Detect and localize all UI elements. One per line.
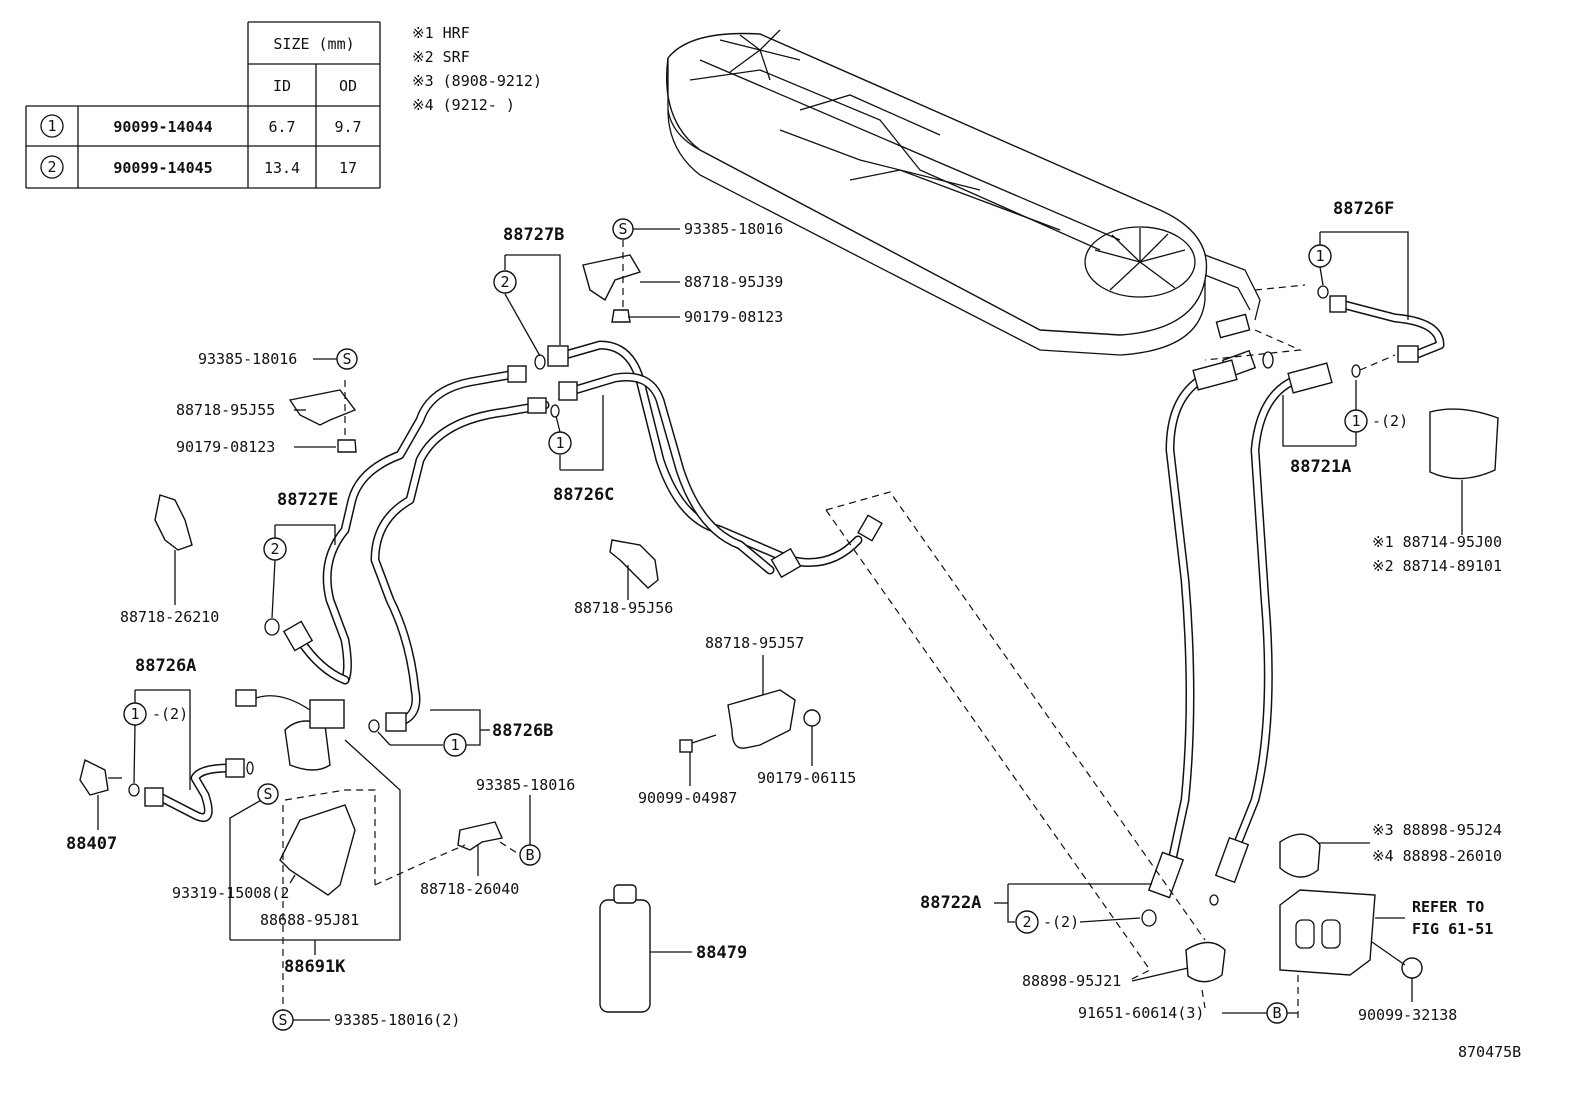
- marker-b-right: B: [1272, 1004, 1281, 1022]
- label-90099-04987: 90099-04987: [638, 789, 737, 807]
- marker-1-88726F: 1: [1315, 247, 1324, 265]
- row2-id: 13.4: [264, 159, 300, 177]
- bracket-88688-95J81: [279, 804, 356, 896]
- marker-1-88726B: 1: [450, 736, 459, 754]
- tube-88726A: [144, 758, 245, 822]
- row1-ref: 1: [47, 117, 56, 135]
- clamp-88718-95J39: [582, 254, 642, 323]
- footnotes: ※1 HRF ※2 SRF ※3 (8908-9212) ※4 (9212- ): [412, 24, 542, 114]
- label-88714-89101: ※2 88714-89101: [1372, 557, 1502, 575]
- tube-88726B: [370, 397, 550, 732]
- label-88898-95J21: 88898-95J21: [1022, 972, 1121, 990]
- size-table: SIZE (mm) ID OD 1 90099-14044 6.7 9.7 2 …: [25, 21, 381, 189]
- gasket-refer: [1279, 889, 1423, 979]
- label-88718-95J56: 88718-95J56: [574, 599, 673, 617]
- part-labels: 88727B 93385-18016 88718-95J39 90179-081…: [66, 199, 1521, 1061]
- label-88407: 88407: [66, 834, 117, 854]
- leaders: 2 1 S S 2 1: [97, 218, 1463, 1031]
- marker-b-mid: B: [525, 846, 534, 864]
- note-2: ※2 SRF: [412, 48, 470, 66]
- marker-s-top: S: [618, 220, 627, 238]
- dashed-guides: [282, 240, 1396, 1020]
- label-88722A: 88722A: [920, 893, 981, 913]
- label-88714-95J00: ※1 88714-95J00: [1372, 533, 1502, 551]
- tube-88721A: [1214, 362, 1333, 884]
- insulator-88714: [1429, 408, 1499, 480]
- marker-s-left: S: [342, 350, 351, 368]
- marker-s-bottom: S: [278, 1011, 287, 1029]
- marker-1-88726A: 1: [130, 705, 139, 723]
- label-88727B: 88727B: [503, 225, 564, 245]
- label-88479: 88479: [696, 943, 747, 963]
- col-id: ID: [273, 77, 291, 95]
- label-93385-18016-bottom: 93385-18016(2): [334, 1011, 460, 1029]
- size-header: SIZE (mm): [273, 35, 354, 53]
- label-88726B: 88726B: [492, 721, 553, 741]
- label-93385-18016-top: 93385-18016: [684, 220, 783, 238]
- label-88898-26010: ※4 88898-26010: [1372, 847, 1502, 865]
- label-90179-08123-left: 90179-08123: [176, 438, 275, 456]
- receiver-88479: [599, 884, 651, 1013]
- o-rings: [128, 285, 1361, 927]
- row1-id: 6.7: [268, 118, 295, 136]
- note-3: ※3 (8908-9212): [412, 72, 542, 90]
- block-88898: [1185, 833, 1321, 983]
- marker-2-88727E: 2: [270, 540, 279, 558]
- marker-1-88726C: 1: [555, 434, 564, 452]
- label-90179-08123-top: 90179-08123: [684, 308, 783, 326]
- marker-2-88727B: 2: [500, 273, 509, 291]
- tube-88722A: [1147, 359, 1238, 899]
- label-88898-95J24: ※3 88898-95J24: [1372, 821, 1502, 839]
- label-88721A-qty: -(2): [1372, 412, 1408, 430]
- note-4: ※4 (9212- ): [412, 96, 515, 114]
- row1-part: 90099-14044: [113, 118, 212, 136]
- valve-88691K: [235, 689, 345, 771]
- marker-2-88722A: 2: [1022, 913, 1031, 931]
- tube-88727B: [547, 340, 863, 567]
- marker-s-mid: S: [263, 785, 272, 803]
- row2-part: 90099-14045: [113, 159, 212, 177]
- label-88718-95J57: 88718-95J57: [705, 634, 804, 652]
- label-88726C: 88726C: [553, 485, 614, 505]
- label-88722A-qty: -(2): [1043, 913, 1079, 931]
- label-88726F: 88726F: [1333, 199, 1394, 219]
- label-88726A-qty: -(2): [152, 705, 188, 723]
- label-88718-26210: 88718-26210: [120, 608, 219, 626]
- tube-88726C: [558, 372, 883, 579]
- label-90179-06115: 90179-06115: [757, 769, 856, 787]
- label-93319-15008: 93319-15008(2: [172, 884, 289, 902]
- label-88688-95J81: 88688-95J81: [260, 911, 359, 929]
- switch-88407: [79, 758, 122, 796]
- label-refer-to: REFER TO: [1412, 898, 1484, 916]
- label-88691K: 88691K: [284, 957, 346, 977]
- label-93385-18016-mid: 93385-18016: [476, 776, 575, 794]
- clamp-88718-26040: [457, 821, 503, 851]
- clamp-88718-95J55: [288, 389, 357, 453]
- row2-ref: 2: [47, 158, 56, 176]
- label-88718-26040: 88718-26040: [420, 880, 519, 898]
- label-88718-95J55: 88718-95J55: [176, 401, 275, 419]
- tube-88727E: [282, 365, 527, 685]
- label-88727E: 88727E: [277, 490, 338, 510]
- label-88726A: 88726A: [135, 656, 196, 676]
- figure-id: 870475B: [1458, 1043, 1521, 1061]
- tube-88726F: [1329, 295, 1445, 363]
- row2-od: 17: [339, 159, 357, 177]
- row1-od: 9.7: [334, 118, 361, 136]
- condenser-unit-drawing: [665, 29, 1261, 379]
- label-88718-95J39: 88718-95J39: [684, 273, 783, 291]
- col-od: OD: [339, 77, 357, 95]
- label-91651-60614: 91651-60614(3): [1078, 1004, 1204, 1022]
- marker-1-88721A: 1: [1351, 412, 1360, 430]
- clamp-88718-95J56: [609, 539, 659, 589]
- label-88721A: 88721A: [1290, 457, 1351, 477]
- label-93385-18016-left: 93385-18016: [198, 350, 297, 368]
- note-1: ※1 HRF: [412, 24, 470, 42]
- label-90099-32138: 90099-32138: [1358, 1006, 1457, 1024]
- clamp-88718-26210: [154, 494, 193, 551]
- bracket-88718-95J57: [679, 689, 821, 753]
- label-fig-61-51: FIG 61-51: [1412, 920, 1493, 938]
